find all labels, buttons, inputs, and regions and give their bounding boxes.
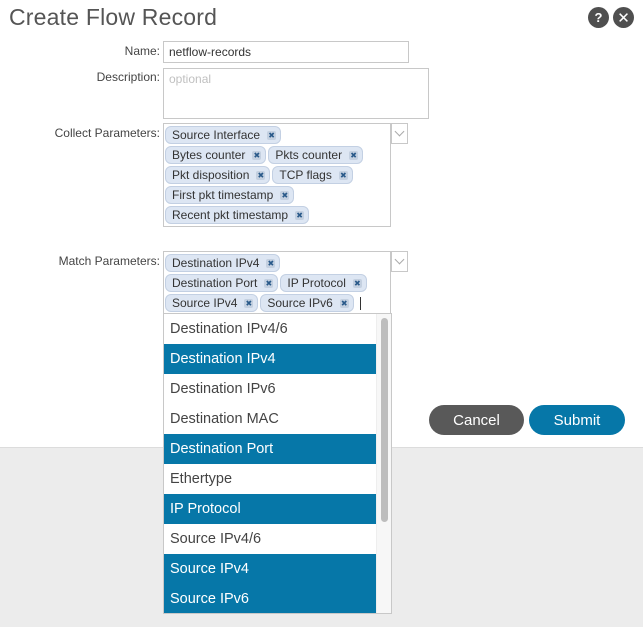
chip-row: First pkt timestamp ✖ [165, 185, 389, 205]
selected-chip: Bytes counter ✖ [165, 146, 267, 164]
dropdown-option[interactable]: Destination IPv4/6 [170, 321, 288, 337]
remove-chip-icon[interactable]: ✖ [256, 170, 266, 180]
remove-chip-icon[interactable]: ✖ [244, 298, 254, 308]
dialog-title: Create Flow Record [9, 4, 218, 30]
chip-label: TCP flags [279, 168, 332, 182]
chip-row: Source IPv4 ✖ Source IPv6 ✖ [165, 293, 389, 313]
remove-chip-icon[interactable]: ✖ [267, 130, 277, 140]
remove-chip-icon[interactable]: ✖ [349, 150, 359, 160]
collect-dropdown-toggle[interactable] [391, 123, 408, 144]
name-input[interactable]: netflow-records [163, 41, 409, 63]
selected-chip: TCP flags ✖ [272, 166, 353, 184]
remove-chip-icon[interactable]: ✖ [338, 170, 348, 180]
cancel-button[interactable]: Cancel [429, 405, 524, 435]
dropdown-option[interactable]: Destination MAC [170, 411, 279, 427]
selected-chip: Pkt disposition ✖ [165, 166, 271, 184]
help-icon[interactable]: ? [588, 7, 609, 28]
chip-row: Pkt disposition ✖ TCP flags ✖ [165, 165, 389, 185]
selected-chip: Destination IPv4 ✖ [165, 254, 281, 272]
remove-chip-icon[interactable]: ✖ [352, 278, 362, 288]
dropdown-option[interactable]: Ethertype [170, 471, 233, 487]
selected-chip: Source IPv4 ✖ [165, 294, 259, 312]
match-parameters-label: Match Parameters: [58, 254, 160, 268]
text-cursor[interactable] [359, 296, 361, 310]
chip-label: First pkt timestamp [172, 188, 274, 202]
chip-label: Recent pkt timestamp [172, 208, 289, 222]
chip-label: IP Protocol [287, 276, 346, 290]
description-input[interactable]: optional [163, 68, 429, 119]
selected-chip: Pkts counter ✖ [268, 146, 364, 164]
remove-chip-icon[interactable]: ✖ [266, 258, 276, 268]
chip-label: Pkts counter [275, 148, 343, 162]
selected-chip: IP Protocol ✖ [280, 274, 367, 292]
selected-chip: Destination Port ✖ [165, 274, 279, 292]
chip-label: Bytes counter [172, 148, 246, 162]
chip-label: Source IPv6 [267, 296, 333, 310]
selected-chip: Source IPv6 ✖ [260, 294, 354, 312]
dropdown-option[interactable]: Destination IPv4 [164, 344, 377, 374]
chevron-down-icon [394, 126, 405, 137]
remove-chip-icon[interactable]: ✖ [252, 150, 262, 160]
chip-label: Source Interface [172, 128, 261, 142]
chip-row: Source Interface ✖ [165, 125, 389, 145]
dropdown-scrollbar[interactable] [376, 314, 391, 613]
chip-label: Pkt disposition [172, 168, 250, 182]
collect-parameters-label: Collect Parameters: [54, 126, 160, 140]
selected-chip: First pkt timestamp ✖ [165, 186, 295, 204]
question-mark-glyph: ? [594, 10, 603, 25]
chip-label: Destination Port [172, 276, 258, 290]
description-label: Description: [96, 70, 160, 84]
remove-chip-icon[interactable]: ✖ [264, 278, 274, 288]
dropdown-option[interactable]: Destination Port [164, 434, 377, 464]
chip-row: Recent pkt timestamp ✖ [165, 205, 389, 225]
chip-row: Bytes counter ✖ Pkts counter ✖ [165, 145, 389, 165]
collect-parameters-select[interactable]: Source Interface✖Bytes counter✖Pkts coun… [163, 123, 391, 227]
remove-chip-icon[interactable]: ✖ [280, 190, 290, 200]
dropdown-option[interactable]: Source IPv4/6 [170, 531, 262, 547]
chevron-down-icon [394, 254, 405, 265]
dropdown-option[interactable]: IP Protocol [164, 494, 377, 524]
chip-row: Destination Port ✖ IP Protocol ✖ [165, 273, 389, 293]
close-glyph: ✕ [617, 9, 630, 27]
submit-button[interactable]: Submit [529, 405, 625, 435]
selected-chip: Source Interface ✖ [165, 126, 282, 144]
match-dropdown-toggle[interactable] [391, 251, 408, 272]
remove-chip-icon[interactable]: ✖ [339, 298, 349, 308]
chip-label: Destination IPv4 [172, 256, 260, 270]
name-label: Name: [124, 44, 160, 58]
close-icon[interactable]: ✕ [613, 7, 634, 28]
chip-label: Source IPv4 [172, 296, 238, 310]
dropdown-option[interactable]: Destination IPv6 [170, 381, 276, 397]
remove-chip-icon[interactable]: ✖ [295, 210, 305, 220]
selected-chip: Recent pkt timestamp ✖ [165, 206, 310, 224]
chip-row: Destination IPv4 ✖ [165, 253, 389, 273]
match-parameters-select[interactable]: Destination IPv4✖Destination Port✖IP Pro… [163, 251, 391, 315]
dropdown-option[interactable]: Source IPv6 [164, 584, 377, 613]
dropdown-scrollbar-thumb[interactable] [381, 318, 388, 522]
dropdown-option[interactable]: Source IPv4 [164, 554, 377, 584]
